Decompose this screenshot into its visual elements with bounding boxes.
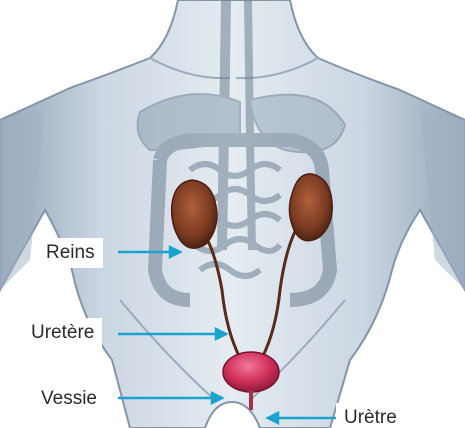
label-uretre: Urètre bbox=[336, 403, 405, 428]
label-uretere: Uretère bbox=[23, 318, 102, 348]
label-vessie: Vessie bbox=[33, 384, 105, 414]
label-reins: Reins bbox=[38, 238, 103, 268]
